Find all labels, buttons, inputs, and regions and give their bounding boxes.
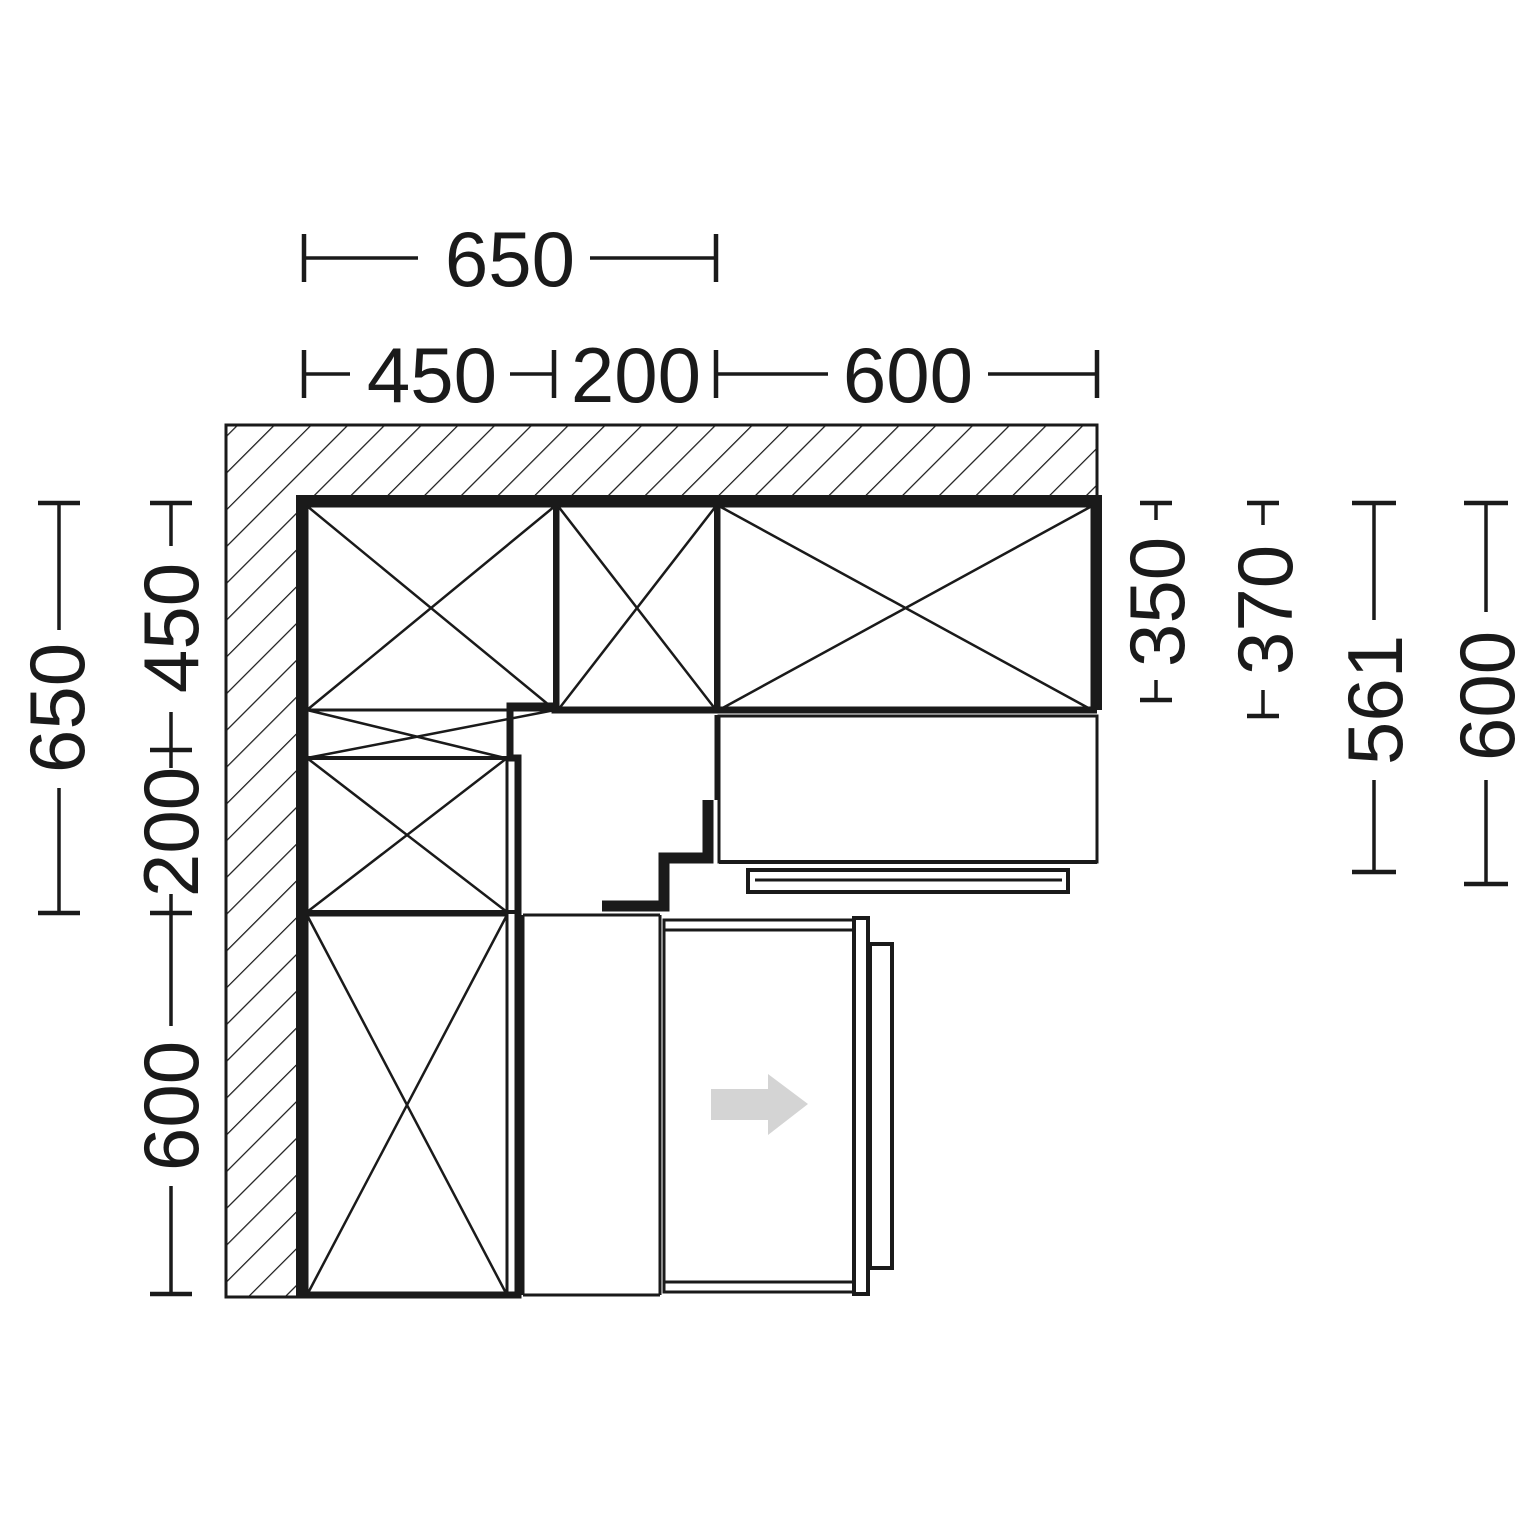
right-dimension-370: 370 xyxy=(1221,500,1309,719)
dim-label: 370 xyxy=(1221,545,1309,675)
right-dimension-350: 350 xyxy=(1113,500,1201,703)
left-dimension-650: 650 xyxy=(13,500,101,916)
dim-label: 450 xyxy=(127,563,215,693)
pull-out-arrow-icon xyxy=(711,1074,808,1135)
dim-label: 350 xyxy=(1113,537,1201,667)
top-dimension-segments: 450 200 600 xyxy=(301,331,1100,419)
dim-label: 200 xyxy=(127,767,215,897)
dim-label: 561 xyxy=(1331,635,1419,765)
right-dimension-600: 600 xyxy=(1443,500,1531,887)
dim-label: 200 xyxy=(571,331,701,419)
dim-label: 600 xyxy=(1443,631,1531,761)
corner-counter xyxy=(521,715,718,1297)
dim-label: 600 xyxy=(127,1041,215,1171)
dim-label: 450 xyxy=(367,331,497,419)
dim-label: 600 xyxy=(843,331,973,419)
right-appliance xyxy=(717,714,1099,894)
bottom-appliance xyxy=(662,916,894,1296)
top-cabinets xyxy=(305,504,1094,712)
right-dimension-561: 561 xyxy=(1331,500,1419,875)
dim-label: 650 xyxy=(445,215,575,303)
left-cabinets xyxy=(305,708,556,1297)
left-dimension-segments: 450 200 600 xyxy=(127,500,215,1297)
cabinet-outline xyxy=(296,495,1102,1299)
dim-label: 650 xyxy=(13,643,101,773)
top-dimension-650: 650 xyxy=(301,215,719,303)
